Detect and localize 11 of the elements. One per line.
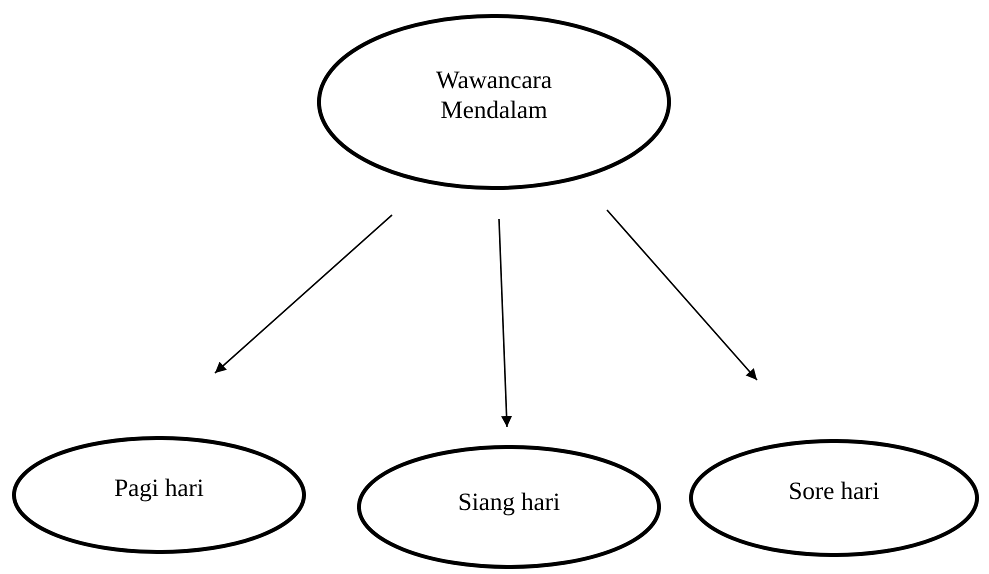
ellipse-node — [12, 436, 306, 554]
arrow — [606, 209, 758, 381]
ellipse-node — [689, 439, 979, 557]
node-label: Pagi hari — [114, 474, 204, 504]
ellipse-node — [317, 14, 671, 190]
ellipse-node — [357, 445, 661, 569]
node-label: Sore hari — [788, 477, 880, 507]
node-label: Siang hari — [458, 488, 560, 518]
arrow — [498, 218, 512, 428]
arrow — [214, 214, 393, 374]
node-label: Wawancara Mendalam — [435, 66, 553, 126]
